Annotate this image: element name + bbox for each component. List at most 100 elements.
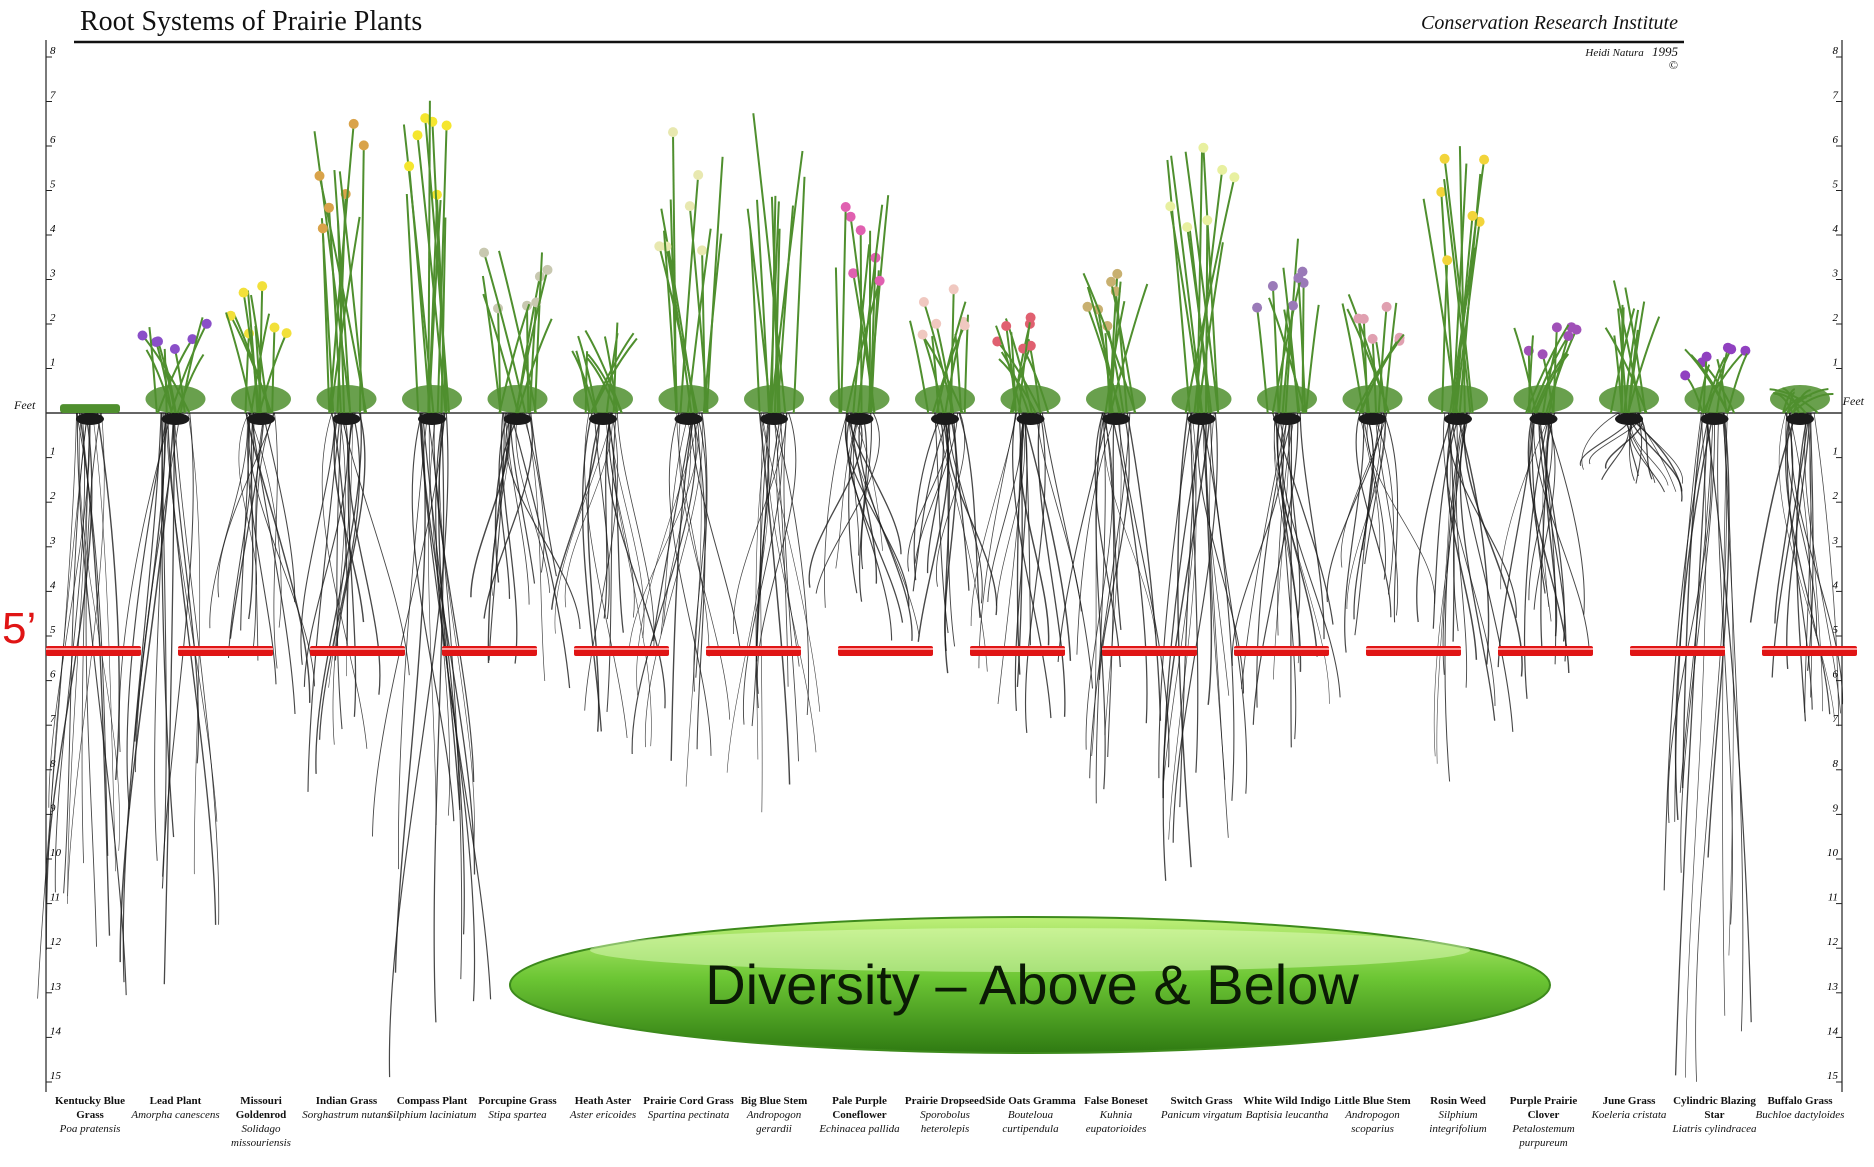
flower-head (846, 212, 856, 222)
plant-label: Lead PlantAmorpha canescens (130, 1094, 222, 1122)
flower-head (697, 245, 707, 255)
root-strand (341, 413, 409, 675)
right-tick-label: 7 (1833, 713, 1839, 725)
flower-head (918, 330, 928, 340)
right-tick-label: 8 (1833, 758, 1839, 770)
flower-head (662, 242, 672, 252)
root-strand (1327, 413, 1383, 602)
scientific-name: Stipa spartea (472, 1108, 564, 1122)
flower-head (324, 203, 334, 213)
common-name: Switch Grass (1156, 1094, 1248, 1108)
root-strand (1159, 413, 1192, 778)
left-tick-label: 1 (50, 446, 56, 458)
leaf-clump (402, 385, 462, 413)
root-system (1751, 413, 1843, 726)
root-strand (645, 413, 702, 747)
flower-head (1229, 172, 1239, 182)
plant-foliage (744, 113, 805, 413)
flower-head (856, 225, 866, 235)
left-tick-label: 4 (50, 223, 56, 235)
root-strand (552, 413, 599, 610)
scientific-name: Silphium integrifolium (1412, 1108, 1504, 1136)
leaf-clump (1770, 385, 1830, 413)
leaf-clump (1514, 385, 1574, 413)
common-name: Rosin Weed (1412, 1094, 1504, 1108)
right-tick-label: 13 (1827, 981, 1839, 993)
marker-highlight (310, 648, 405, 650)
scientific-name: Aster ericoides (557, 1108, 649, 1122)
flower-head (919, 297, 929, 307)
left-tick-label: 12 (50, 936, 62, 948)
plant-foliage (315, 119, 377, 413)
root-system (1664, 413, 1751, 1082)
right-tick-label: 4 (1833, 223, 1839, 235)
flower-head (1268, 281, 1278, 291)
flower-head (1442, 255, 1452, 265)
flower-head (359, 140, 369, 150)
flower-head (270, 323, 280, 333)
right-tick-label: 9 (1833, 802, 1839, 814)
root-crown (1701, 413, 1729, 425)
common-name: Lead Plant (130, 1094, 222, 1108)
marker-dash (970, 646, 1065, 656)
left-tick-label: 11 (50, 892, 60, 904)
scientific-name: Panicum virgatum (1156, 1108, 1248, 1122)
flower-head (170, 344, 180, 354)
flower-head (960, 321, 970, 331)
left-tick-label: 1 (50, 357, 56, 369)
root-crown (1530, 413, 1558, 425)
plant-foliage (1424, 146, 1490, 413)
scientific-name: Sorghastrum nutans (301, 1108, 393, 1122)
marker-dash (838, 646, 933, 656)
plant-label: Missouri GoldenrodSolidago missouriensis (215, 1094, 307, 1150)
root-strand (525, 413, 545, 681)
flower-head (1202, 215, 1212, 225)
flower-head (315, 171, 325, 181)
flower-head (1198, 143, 1208, 153)
common-name: Little Blue Stem (1327, 1094, 1419, 1108)
leaf-clump (659, 385, 719, 413)
plant-label: Prairie DropseedSporobolus heterolepis (899, 1094, 991, 1136)
flower-head (841, 202, 851, 212)
leaf-clump (915, 385, 975, 413)
flower-head (668, 127, 678, 137)
flower-head (442, 121, 452, 131)
common-name: Porcupine Grass (472, 1094, 564, 1108)
flower-head (949, 284, 959, 294)
scientific-name: Bouteloua curtipendula (985, 1108, 1077, 1136)
common-name: Indian Grass (301, 1094, 393, 1108)
leaf-clump (744, 385, 804, 413)
root-system (1232, 413, 1340, 747)
marker-dash (1366, 646, 1461, 656)
common-name: Compass Plant (386, 1094, 478, 1108)
root-strand (1038, 413, 1065, 717)
left-tick-label: 2 (50, 490, 56, 502)
right-tick-label: 11 (1828, 892, 1838, 904)
root-crown (589, 413, 617, 425)
marker-dash (1102, 646, 1197, 656)
root-strand (1118, 413, 1169, 767)
flower-head (1252, 303, 1262, 313)
flower-head (1726, 344, 1736, 354)
root-crown (1102, 413, 1130, 425)
root-crown (333, 413, 361, 425)
year: 1995 (1652, 44, 1678, 59)
common-name: Missouri Goldenrod (215, 1094, 307, 1122)
left-tick-label: 15 (50, 1070, 62, 1082)
flower-head (685, 201, 695, 211)
leaf-blade (707, 157, 723, 413)
root-strand (1291, 413, 1292, 747)
common-name: Big Blue Stem (728, 1094, 820, 1108)
marker-dash (706, 646, 801, 656)
plant-label: June GrassKoeleria cristata (1583, 1094, 1675, 1122)
scientific-name: Spartina pectinata (643, 1108, 735, 1122)
scientific-name: Liatris cylindracea (1669, 1122, 1761, 1136)
root-strand (691, 413, 741, 654)
plant-foliage (572, 323, 637, 413)
plant-foliage (60, 404, 120, 413)
leaf-clump (1001, 385, 1061, 413)
marker-highlight (1102, 648, 1197, 650)
root-strand (848, 413, 901, 554)
leaf-clump (317, 385, 377, 413)
flower-head (1740, 346, 1750, 356)
